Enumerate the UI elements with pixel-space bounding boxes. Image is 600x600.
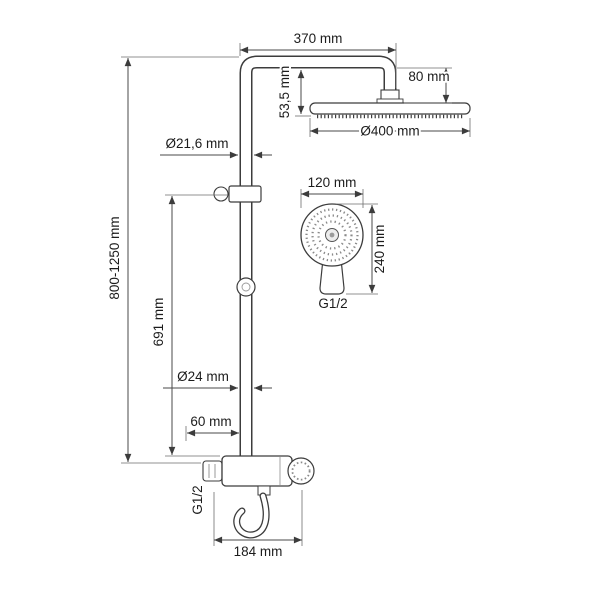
mixer-body <box>221 455 293 487</box>
head-plate <box>309 102 471 115</box>
dim-mixer-projection-label: 60 mm <box>190 414 231 429</box>
shower-column-and-arm <box>239 55 397 458</box>
dim-arm-drop-label: 80 mm <box>408 69 449 84</box>
spray-ring-middle <box>311 214 353 256</box>
slider-knob <box>213 186 229 202</box>
dim-hand-shower-length: 240 mm <box>336 203 389 295</box>
head-connector <box>376 89 404 105</box>
dim-hand-diameter-label: 120 mm <box>308 175 357 190</box>
dim-head-drop-label: 53,5 mm <box>277 66 292 119</box>
dim-head-diameter: Ø400 mm <box>309 118 471 141</box>
dim-head-diameter-label: Ø400 mm <box>360 124 419 139</box>
hand-shower-handle <box>319 258 345 295</box>
dim-adjustable-height: 800-1250 mm <box>105 56 239 464</box>
spray-center-dot <box>329 232 335 238</box>
mixer-thread-label: G1/2 <box>190 485 205 514</box>
dim-upper-pipe-diameter: Ø21,6 mm <box>160 134 272 159</box>
dim-adjustable-height-label: 800-1250 mm <box>107 216 122 299</box>
rain-shower-head <box>309 102 471 119</box>
slider-bracket <box>213 185 262 203</box>
dim-head-drop: 53,5 mm <box>275 64 311 120</box>
mixer-assembly <box>202 455 315 539</box>
hand-shower-holder <box>236 277 256 297</box>
holder-ring-inner <box>241 282 251 292</box>
dim-column-height: 691 mm <box>149 194 228 457</box>
dim-top-width-label: 370 mm <box>294 31 343 46</box>
slider-body <box>228 185 262 203</box>
dim-mixer-width: 184 mm <box>213 490 303 561</box>
dim-arm-drop: 80 mm <box>397 67 452 104</box>
dim-mixer-width-label: 184 mm <box>234 544 283 559</box>
mixer-left-handle <box>202 460 223 482</box>
spray-ring-outer <box>305 208 359 262</box>
dim-lower-pipe-diameter: Ø24 mm <box>163 367 272 392</box>
dim-hand-shower-diameter: 120 mm <box>300 173 364 208</box>
spray-ring-inner <box>317 220 347 250</box>
dim-column-height-label: 691 mm <box>151 298 166 347</box>
mixer-temp-knob-grip <box>291 461 311 481</box>
dim-top-width: 370 mm <box>239 29 397 88</box>
shower-pipe-inner <box>241 57 395 458</box>
dim-upper-pipe-label: Ø21,6 mm <box>165 136 228 151</box>
hand-shower-thread-label: G1/2 <box>318 296 347 311</box>
dim-mixer-projection: 60 mm <box>185 412 239 441</box>
shower-hose-inner <box>234 493 269 538</box>
hand-shower-detail <box>300 203 364 295</box>
dim-hand-length-label: 240 mm <box>372 225 387 274</box>
dim-lower-pipe-label: Ø24 mm <box>177 369 229 384</box>
